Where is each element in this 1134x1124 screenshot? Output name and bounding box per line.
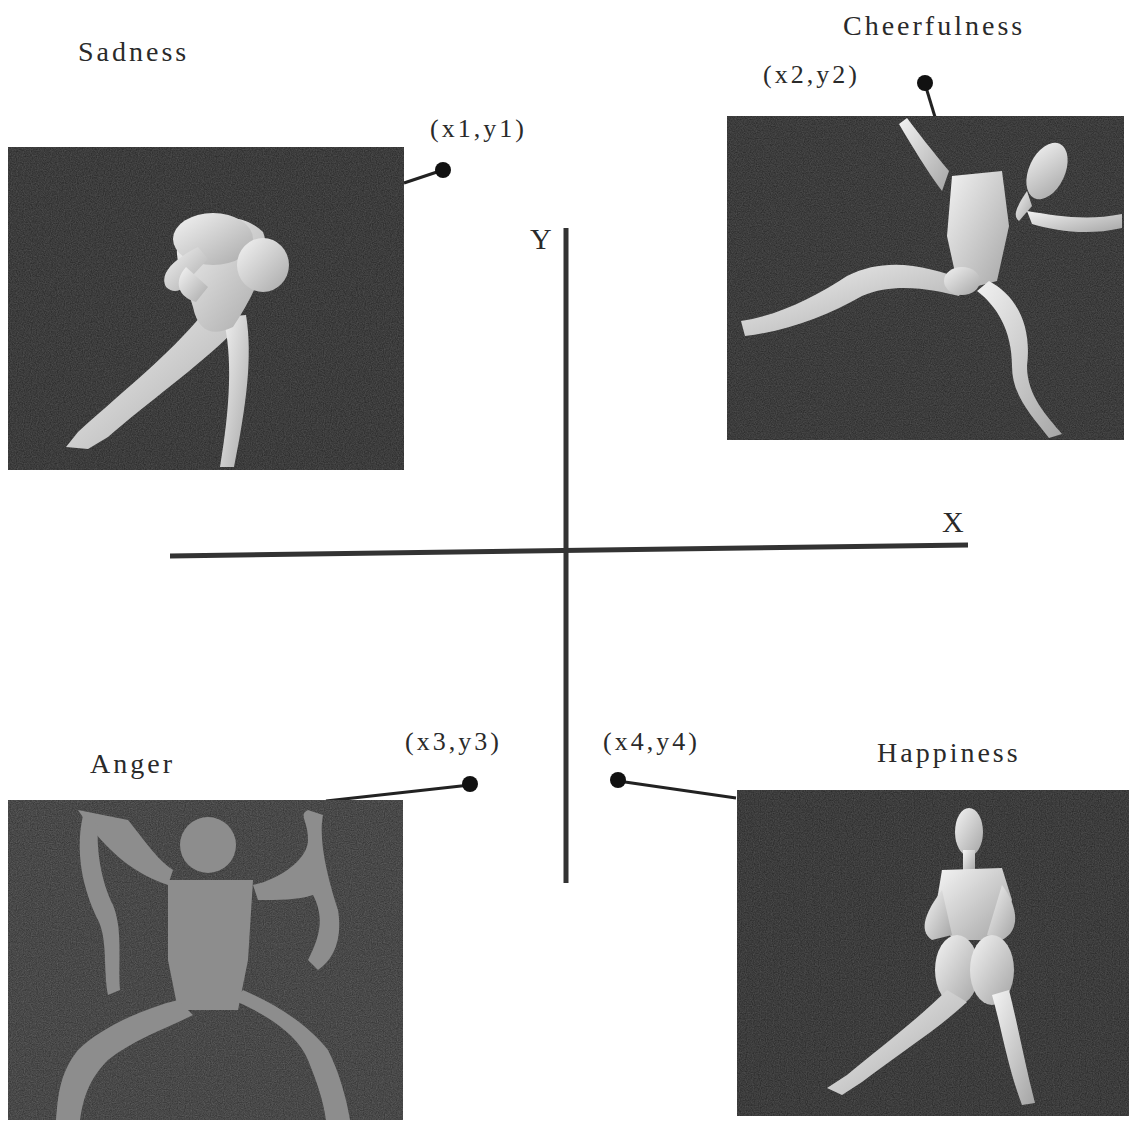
coordinate-label: (x4,y4) (603, 727, 700, 757)
y-axis (564, 228, 569, 883)
figure-panel: Happiness (737, 790, 1129, 1116)
sadness-figure (8, 147, 404, 470)
leader-dot (462, 776, 478, 792)
axis-label: Y (530, 222, 552, 256)
figure-panel: Cheerfulness (727, 116, 1124, 440)
coordinate-label: (x3,y3) (405, 727, 502, 757)
leader-line (618, 781, 736, 798)
coordinate-label: (x1,y1) (430, 114, 527, 144)
figure-panel: Anger (8, 800, 403, 1120)
emotion-heading: Sadness (78, 36, 189, 68)
emotion-heading: Cheerfulness (843, 10, 1025, 42)
leader-dot (435, 162, 451, 178)
cheerfulness-figure (727, 116, 1124, 440)
x-axis (170, 545, 968, 556)
axis-label: X (942, 505, 964, 539)
emotion-heading: Happiness (877, 737, 1021, 769)
leader-dot (917, 75, 933, 91)
emotion-heading: Anger (90, 748, 175, 780)
coordinate-label: (x2,y2) (763, 60, 860, 90)
figure-panel: Sadness (8, 147, 404, 470)
leader-line (326, 785, 470, 801)
anger-figure (8, 800, 403, 1120)
happiness-figure (737, 790, 1129, 1116)
leader-dot (610, 772, 626, 788)
